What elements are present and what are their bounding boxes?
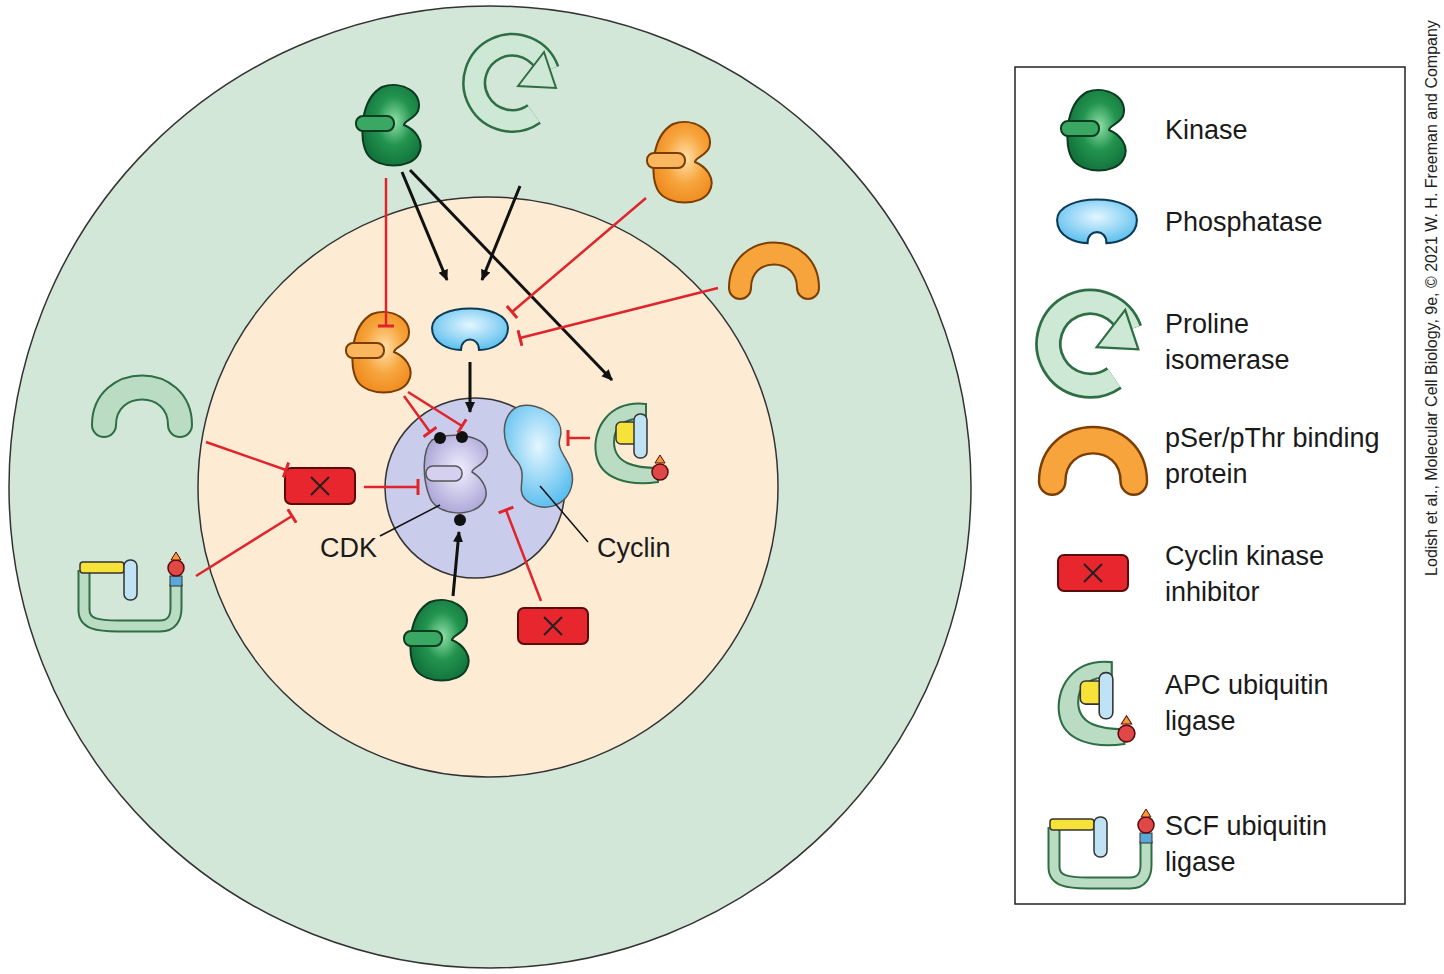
copyright-note: Lodish et al., Molecular Cell Biology, 9… <box>1422 0 1442 648</box>
cyclin-label: Cyclin <box>597 530 671 566</box>
binding-protein-symbol <box>104 388 180 426</box>
inhibit <box>385 178 388 326</box>
inhibit <box>520 288 718 338</box>
leader-line <box>540 486 588 542</box>
legend-text: Kinase <box>1165 112 1385 148</box>
inhibit <box>196 516 292 576</box>
legend-phosphatase-icon <box>1057 200 1137 244</box>
arrow <box>402 172 447 280</box>
inhibit <box>512 198 646 312</box>
arrow <box>482 186 520 280</box>
legend-box <box>1015 67 1405 904</box>
legend-text: Proline isomerase <box>1165 306 1340 378</box>
scf-symbol <box>80 552 184 626</box>
shape-part <box>424 435 487 513</box>
inhibit <box>364 486 418 489</box>
legend-proline-isomerase-icon <box>1048 302 1138 386</box>
legend-kinase-icon <box>1061 90 1126 170</box>
arrow <box>453 532 459 596</box>
legend-apc-icon <box>1059 662 1135 745</box>
inhibit <box>404 396 430 432</box>
kinase-symbol <box>404 600 469 680</box>
inhibit <box>506 510 541 601</box>
binding-protein-symbol <box>740 254 808 289</box>
legend-text: SCF ubiquitin ligase <box>1165 808 1380 880</box>
leader-line <box>380 505 440 536</box>
cki-symbol <box>285 468 355 504</box>
phospho-dot <box>434 432 446 444</box>
cdk-label: CDK <box>320 530 377 566</box>
orange-kinase-symbol <box>346 312 411 392</box>
apc-symbol <box>595 404 668 483</box>
legend-cki-icon <box>1058 555 1128 591</box>
legend-binding-protein-icon <box>1052 440 1134 481</box>
inhibit <box>206 442 286 470</box>
cki-symbol <box>518 608 588 644</box>
nucleus-ring <box>198 197 778 777</box>
cyclin-shape <box>504 405 572 507</box>
shape-part <box>426 466 462 481</box>
proline-isomerase-symbol <box>474 45 556 121</box>
cell-outer-ring <box>9 6 971 968</box>
orange-kinase-symbol <box>647 122 712 202</box>
inhibit <box>568 437 590 440</box>
activation-arrows <box>402 170 612 596</box>
kinase-symbol <box>356 85 421 165</box>
phospho-dot <box>456 431 468 443</box>
phospho-dot <box>454 514 466 526</box>
arrow <box>469 362 472 412</box>
cdk-shape <box>424 435 487 513</box>
inhibition-lines <box>196 178 718 601</box>
phosphatase-symbol <box>432 309 508 351</box>
legend-text: Phosphatase <box>1165 204 1385 240</box>
legend-text: Cyclin kinase inhibitor <box>1165 538 1370 610</box>
legend-text: APC ubiquitin ligase <box>1165 667 1380 739</box>
legend-text: pSer/pThr binding protein <box>1165 420 1397 492</box>
arrow <box>410 170 612 380</box>
legend-scf-icon <box>1050 809 1154 883</box>
inhibit <box>408 392 462 426</box>
